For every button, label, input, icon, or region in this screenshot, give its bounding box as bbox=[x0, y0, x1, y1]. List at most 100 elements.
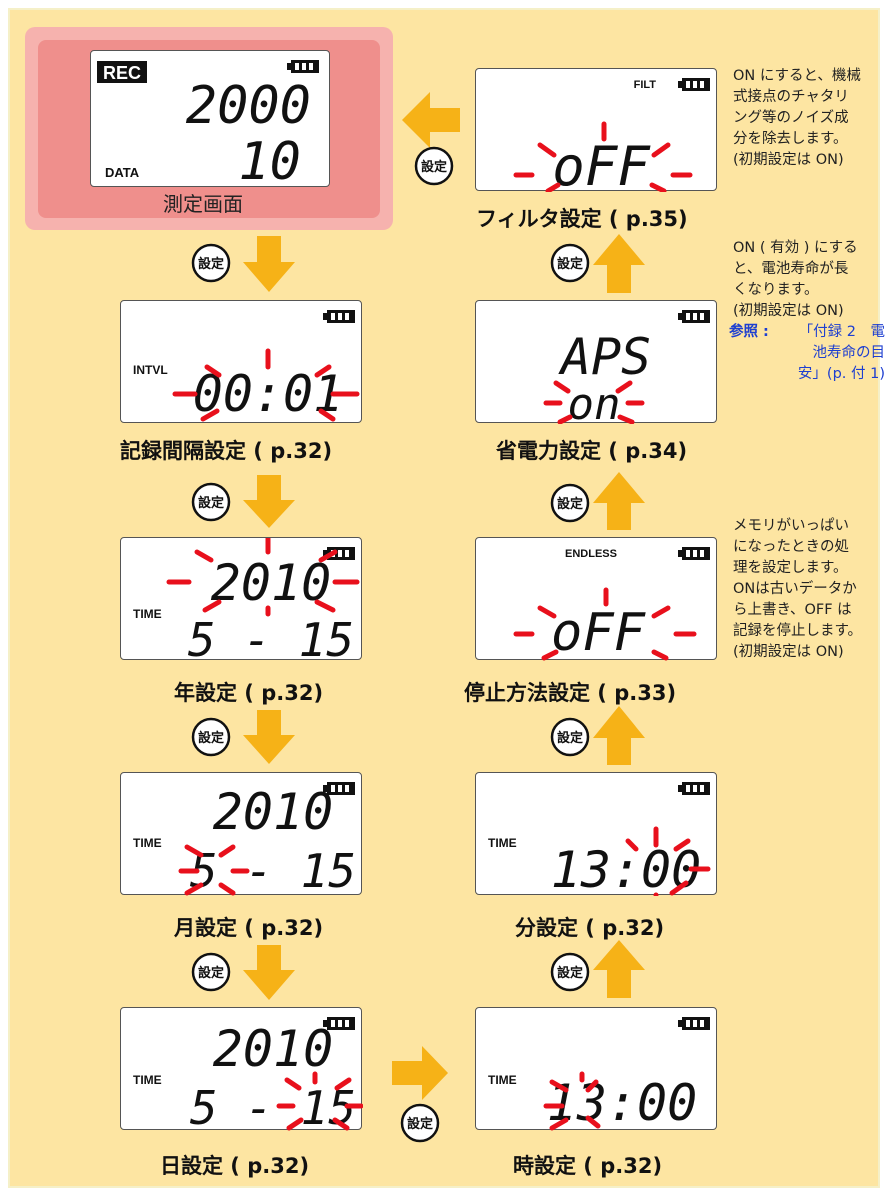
filt-indicator: FILT bbox=[634, 79, 657, 91]
date-value: 5 - 15 bbox=[190, 1081, 356, 1131]
battery-icon bbox=[323, 1017, 355, 1030]
year-value: 2010 bbox=[213, 783, 333, 841]
rec-badge: REC bbox=[103, 63, 141, 83]
hour-value: 13:00 bbox=[547, 1074, 698, 1131]
note-line: (初期設定は ON) bbox=[733, 644, 844, 660]
filter-value: oFF bbox=[552, 135, 651, 192]
battery-icon bbox=[678, 547, 710, 560]
battery-icon bbox=[287, 60, 319, 73]
note-line: ング等のノイズ成 bbox=[733, 110, 849, 126]
reference-link[interactable]: 「付録 2 電 池寿命の目 安」(p. 付 1) bbox=[783, 322, 885, 385]
time-label: TIME bbox=[133, 607, 162, 621]
stop-value: oFF bbox=[551, 603, 647, 661]
arrow-up-4 bbox=[593, 234, 645, 293]
blink-marks bbox=[625, 826, 711, 896]
note-line: 式接点のチャタリ bbox=[733, 89, 849, 105]
blink-marks bbox=[513, 587, 697, 661]
svg-text:設定: 設定 bbox=[557, 730, 583, 746]
note-line: になったときの処 bbox=[733, 539, 849, 555]
blink-marks bbox=[166, 538, 360, 617]
svg-text:設定: 設定 bbox=[407, 1116, 433, 1132]
year-value: 2010 bbox=[211, 554, 331, 612]
note-line: ON にすると、機械 bbox=[733, 68, 861, 84]
svg-text:設定: 設定 bbox=[198, 256, 224, 272]
set-button[interactable]: 設定 bbox=[414, 146, 454, 186]
reference-label: 参照 : bbox=[729, 324, 769, 340]
svg-text:設定: 設定 bbox=[198, 730, 224, 746]
caption-stop: 停止方法設定 ( p.33) bbox=[464, 681, 677, 705]
caption-year: 年設定 ( p.32) bbox=[174, 681, 324, 705]
time-label: TIME bbox=[133, 836, 162, 850]
time-label: TIME bbox=[488, 836, 517, 850]
blink-marks bbox=[172, 348, 360, 422]
svg-text:設定: 設定 bbox=[198, 495, 224, 511]
set-button[interactable]: 設定 bbox=[191, 717, 231, 757]
arrow-down-2 bbox=[243, 475, 295, 528]
note-filter: ON にすると、機械 式接点のチャタリ ング等のノイズ成 分を除去します。 (初… bbox=[733, 66, 883, 171]
battery-icon bbox=[678, 1017, 710, 1030]
reference-line: 安」(p. 付 1) bbox=[797, 366, 885, 382]
year-value: 2010 bbox=[213, 1020, 333, 1078]
battery-icon bbox=[678, 310, 710, 323]
note-power: ON ( 有効 ) にする と、電池寿命が長 くなります。 (初期設定は ON)… bbox=[729, 238, 885, 385]
svg-text:設定: 設定 bbox=[557, 256, 583, 272]
set-button[interactable]: 設定 bbox=[550, 483, 590, 523]
svg-text:設定: 設定 bbox=[557, 496, 583, 512]
svg-text:設定: 設定 bbox=[198, 965, 224, 981]
note-line: (初期設定は ON) bbox=[733, 152, 844, 168]
time-label: TIME bbox=[488, 1073, 517, 1087]
lcd-interval: INTVL 00:01 bbox=[120, 300, 362, 423]
note-line: 分を除去します。 bbox=[733, 131, 848, 147]
set-button[interactable]: 設定 bbox=[400, 1103, 440, 1143]
blink-marks bbox=[543, 1071, 601, 1131]
set-button[interactable]: 設定 bbox=[550, 952, 590, 992]
lcd-measure: REC 2000 10 DATA bbox=[90, 50, 330, 188]
note-line: (初期設定は ON) bbox=[733, 303, 844, 319]
caption-filter: フィルタ設定 ( p.35) bbox=[476, 207, 688, 231]
battery-icon bbox=[323, 782, 355, 795]
svg-text:設定: 設定 bbox=[557, 965, 583, 981]
date-value: 5 - 15 bbox=[188, 613, 354, 661]
arrow-right bbox=[392, 1046, 448, 1100]
blink-marks bbox=[178, 844, 250, 896]
note-line: メモリがいっぱい bbox=[733, 518, 849, 534]
arrow-down-1 bbox=[243, 236, 295, 292]
blink-marks bbox=[513, 121, 693, 192]
caption-month: 月設定 ( p.32) bbox=[174, 916, 324, 940]
lcd-month: TIME 2010 5 - 15 bbox=[120, 772, 362, 896]
measure-top-value: 2000 bbox=[186, 76, 311, 136]
set-button[interactable]: 設定 bbox=[191, 482, 231, 522]
note-line: と、電池寿命が長 bbox=[733, 261, 849, 277]
reference-line: 池寿命の目 bbox=[812, 345, 886, 361]
caption-power: 省電力設定 ( p.34) bbox=[496, 439, 688, 463]
arrow-down-3 bbox=[243, 710, 295, 764]
note-line: ON ( 有効 ) にする bbox=[733, 240, 858, 256]
lcd-hour: TIME 13:00 bbox=[475, 1007, 717, 1131]
set-button[interactable]: 設定 bbox=[550, 717, 590, 757]
set-button[interactable]: 設定 bbox=[191, 243, 231, 283]
note-line: 理を設定します。 bbox=[733, 560, 848, 576]
set-button[interactable]: 設定 bbox=[550, 243, 590, 283]
lcd-day: TIME 2010 5 - 15 bbox=[120, 1007, 363, 1131]
arrow-up-1 bbox=[593, 940, 645, 998]
lcd-year: TIME 2010 5 - 15 bbox=[120, 537, 362, 661]
set-button[interactable]: 設定 bbox=[191, 952, 231, 992]
caption-hour: 時設定 ( p.32) bbox=[513, 1154, 663, 1178]
note-stop: メモリがいっぱい になったときの処 理を設定します。 ONは古いデータか ら上書… bbox=[733, 516, 883, 663]
caption-day: 日設定 ( p.32) bbox=[160, 1154, 310, 1178]
measure-bottom-value: 10 bbox=[238, 132, 301, 188]
caption-minute: 分設定 ( p.32) bbox=[515, 916, 665, 940]
battery-icon bbox=[678, 78, 710, 91]
note-line: 記録を停止します。 bbox=[733, 623, 863, 639]
reference-line: 「付録 2 電 bbox=[798, 324, 885, 340]
aps-label: APS bbox=[558, 328, 651, 386]
battery-icon bbox=[323, 310, 355, 323]
blink-marks bbox=[276, 1071, 363, 1131]
lcd-power: APS on bbox=[475, 300, 717, 424]
note-line: ら上書き、OFF は bbox=[733, 602, 852, 618]
power-value: on bbox=[568, 379, 621, 424]
caption-interval: 記録間隔設定 ( p.32) bbox=[120, 439, 333, 463]
endless-indicator: ENDLESS bbox=[565, 548, 617, 560]
note-line: ONは古いデータか bbox=[733, 581, 857, 597]
